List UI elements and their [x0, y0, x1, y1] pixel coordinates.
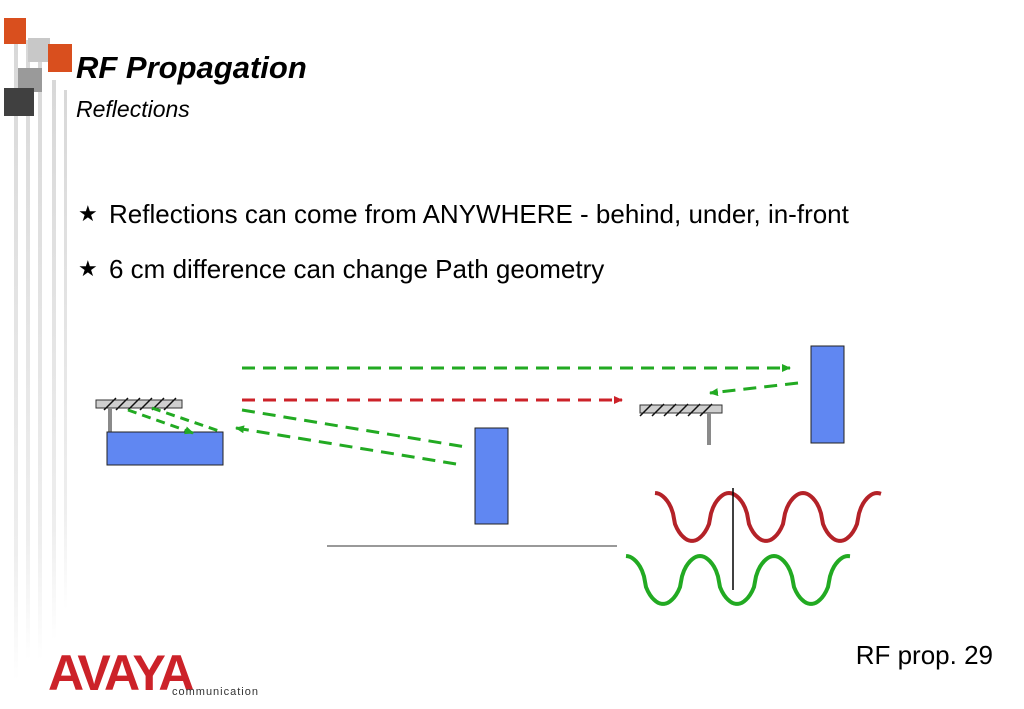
decorative-stripe: [52, 80, 56, 640]
middle-reflector: [474, 427, 509, 525]
reflected-path: [709, 381, 799, 397]
far-reflector: [810, 345, 845, 444]
bullet-list: ★ Reflections can come from ANYWHERE - b…: [78, 196, 978, 306]
decorative-square-orange: [48, 44, 72, 72]
reflected-path: [235, 425, 457, 466]
bullet-item: ★ 6 cm difference can change Path geomet…: [78, 251, 978, 287]
logo-wordmark: AVAYA: [48, 645, 194, 701]
decorative-square-orange: [4, 18, 26, 44]
slide-number: RF prop. 29: [855, 640, 993, 670]
decorative-stripe: [14, 40, 18, 680]
wave-green: [625, 553, 851, 606]
slide-title: RF Propagation: [76, 50, 307, 85]
reflected-path: [151, 406, 223, 434]
decorative-sidebar: [4, 18, 72, 680]
ground-reflector-block: [106, 431, 224, 466]
reflected-path: [241, 408, 467, 449]
reflected-path: [127, 408, 194, 435]
bullet-text: Reflections can come from ANYWHERE - beh…: [109, 199, 849, 229]
decorative-stripe: [26, 40, 30, 660]
decorative-stripe: [64, 90, 67, 610]
logo-tagline: communication: [172, 686, 259, 698]
star-icon: ★: [78, 201, 98, 226]
star-icon: ★: [78, 256, 98, 281]
yagi-antenna-icon: [639, 403, 723, 445]
slide-subtitle: Reflections: [76, 96, 190, 122]
decorative-square-dark: [4, 88, 34, 116]
wave-red: [654, 490, 882, 543]
decorative-square-gray: [28, 38, 50, 62]
bullet-item: ★ Reflections can come from ANYWHERE - b…: [78, 196, 978, 232]
yagi-antenna-icon: [95, 397, 183, 432]
decorative-stripe: [38, 60, 42, 660]
bullet-text: 6 cm difference can change Path geometry: [109, 254, 605, 284]
avaya-logo: AVAYA communication: [48, 645, 258, 701]
